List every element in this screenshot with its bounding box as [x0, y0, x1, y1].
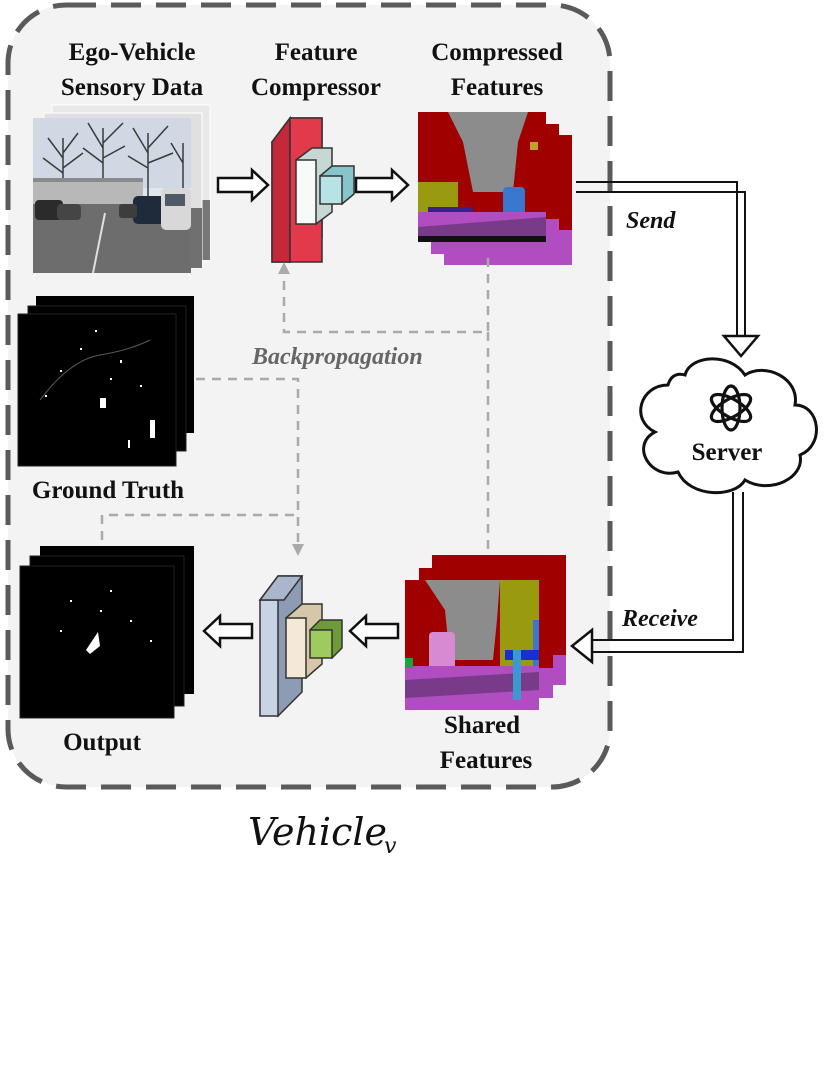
ground-truth-dashed-path — [100, 377, 304, 556]
decoder-block — [258, 575, 343, 718]
shared-label-line2: Features — [440, 747, 533, 774]
vehicle-name: Vehicle — [248, 810, 387, 854]
compressed-label-line2: Features — [451, 74, 544, 101]
ground-truth-label: Ground Truth — [32, 477, 184, 504]
shared-features-stack — [405, 555, 566, 710]
server-cloud: Server — [639, 357, 818, 494]
ground-truth-mask — [45, 330, 155, 448]
arrow-decoder-to-output — [202, 613, 254, 649]
ego-label-line1: Ego-Vehicle — [69, 39, 196, 66]
ground-truth-stack — [17, 296, 194, 467]
arrow-sensory-to-compressor — [216, 167, 270, 203]
openai-logo-icon — [709, 384, 753, 432]
output-stack — [19, 546, 194, 719]
receive-label: Receive — [621, 606, 698, 632]
receive-arrow — [569, 492, 744, 665]
shared-seg-map — [405, 580, 539, 710]
compressed-features-stack — [418, 112, 572, 265]
arrow-shared-to-decoder — [348, 613, 400, 649]
server-label: Server — [692, 439, 763, 466]
compressed-seg-map — [418, 112, 546, 242]
output-mask — [60, 590, 152, 654]
feature-compressor-block — [271, 115, 355, 264]
parking-lot-photo — [33, 118, 191, 273]
send-arrow — [576, 181, 761, 358]
arrow-compressor-to-compressed — [354, 167, 410, 203]
send-label: Send — [626, 208, 676, 234]
sensory-data-stack — [33, 104, 211, 273]
shared-label-line1: Shared — [444, 712, 520, 739]
backprop-label: Backpropagation — [251, 344, 423, 370]
ego-label-line2: Sensory Data — [61, 74, 204, 101]
compressor-label-line1: Feature — [275, 39, 358, 66]
backprop-path — [278, 258, 490, 555]
compressed-label-line1: Compressed — [431, 39, 563, 66]
vehicle-subscript: v — [384, 834, 397, 859]
compressor-label-line2: Compressor — [251, 74, 381, 101]
output-label: Output — [63, 729, 141, 756]
